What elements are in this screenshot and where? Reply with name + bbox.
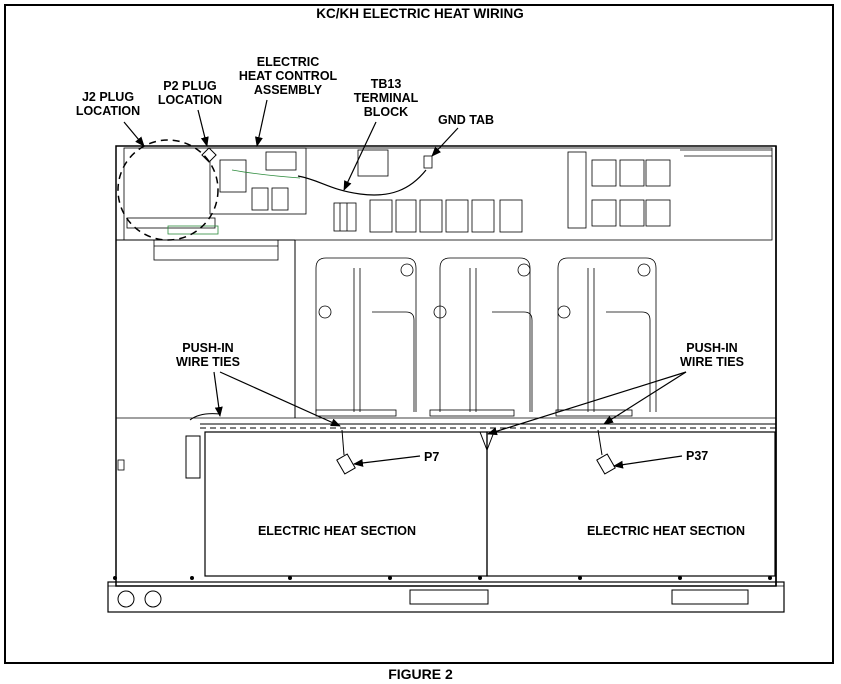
svg-text:P2 PLUG: P2 PLUG: [163, 79, 217, 93]
figure-caption: FIGURE 2: [388, 666, 453, 682]
diagram-title: KC/KH ELECTRIC HEAT WIRING: [316, 6, 524, 21]
heat-control-label: ELECTRIC HEAT CONTROL ASSEMBLY: [239, 55, 338, 97]
svg-text:PUSH-IN: PUSH-IN: [182, 341, 233, 355]
p7-connector: [336, 429, 356, 475]
svg-text:ASSEMBLY: ASSEMBLY: [254, 83, 323, 97]
leader-arrows: [123, 99, 687, 469]
heat-section-left-label: ELECTRIC HEAT SECTION: [258, 524, 416, 538]
p37-label: P37: [686, 449, 708, 463]
p7-label: P7: [424, 450, 439, 464]
base-rail: [107, 576, 785, 613]
svg-text:LOCATION: LOCATION: [76, 104, 140, 118]
svg-text:HEAT CONTROL: HEAT CONTROL: [239, 69, 338, 83]
j2-plug-label: J2 PLUG LOCATION: [76, 90, 140, 118]
tb13-label: TB13 TERMINAL BLOCK: [354, 77, 419, 119]
left-panel-components: [117, 217, 279, 471]
breaker-array: [369, 151, 671, 233]
svg-text:PUSH-IN: PUSH-IN: [686, 341, 737, 355]
j2-plug-location-marker: [117, 139, 219, 241]
heat-section-right-label: ELECTRIC HEAT SECTION: [587, 524, 745, 538]
svg-text:WIRE TIES: WIRE TIES: [680, 355, 744, 369]
svg-text:J2 PLUG: J2 PLUG: [82, 90, 134, 104]
svg-text:LOCATION: LOCATION: [158, 93, 222, 107]
gnd-tab-label: GND TAB: [438, 113, 494, 127]
svg-text:ELECTRIC: ELECTRIC: [257, 55, 320, 69]
svg-text:TB13: TB13: [371, 77, 402, 91]
p2-plug-drawing: [201, 147, 217, 163]
svg-text:BLOCK: BLOCK: [364, 105, 408, 119]
figure-frame: [4, 4, 834, 664]
tb13-terminal-block-drawing: [297, 149, 433, 232]
push-in-wire-ties-right-label: PUSH-IN WIRE TIES: [680, 341, 744, 369]
svg-text:TERMINAL: TERMINAL: [354, 91, 419, 105]
push-in-wire-ties-left-label: PUSH-IN WIRE TIES: [176, 341, 240, 369]
heat-section-enclosures: [185, 413, 776, 577]
p2-plug-label: P2 PLUG LOCATION: [158, 79, 222, 107]
heat-control-assembly: [209, 147, 307, 215]
heater-elements: [315, 257, 657, 417]
svg-text:WIRE TIES: WIRE TIES: [176, 355, 240, 369]
p37-connector: [596, 429, 616, 475]
